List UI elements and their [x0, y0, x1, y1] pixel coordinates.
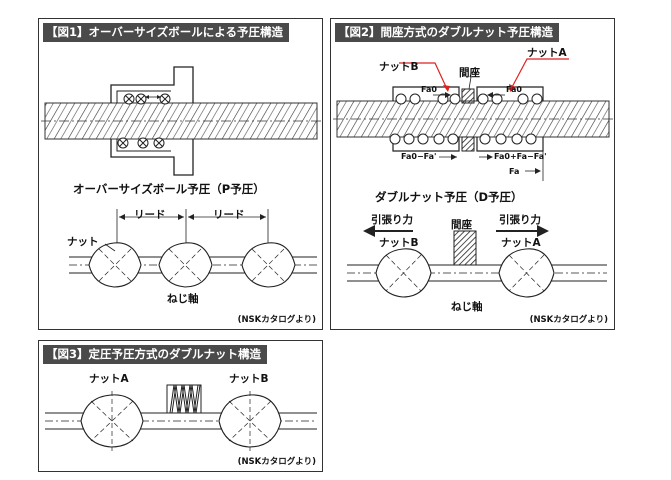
screw-shaft-label: ねじ軸	[167, 293, 199, 305]
balls-top	[123, 93, 171, 105]
balls-row-top	[395, 93, 543, 105]
figure-1-panel: 【図1】オーバーサイズボールによる予圧構造	[38, 18, 323, 330]
figure-3-title: 【図3】定圧予圧方式のダブルナット構造	[43, 345, 267, 364]
figure-3-panel: 【図3】定圧予圧方式のダブルナット構造 ナットA ナットB (NSKカタログより…	[38, 340, 323, 472]
figure-1-caption: オーバーサイズボール予圧（P予圧）	[73, 182, 265, 196]
ball-profile-3	[241, 242, 296, 288]
balls-row-bottom	[389, 133, 537, 145]
fa0-plus-label: Fa0+Fa−Fa'	[494, 152, 547, 161]
tension-right-label: 引張り力	[499, 214, 541, 226]
balls-bottom	[117, 137, 165, 149]
nut-b-label-bottom: ナットB	[379, 237, 419, 249]
spacer-label-bottom: 間座	[451, 219, 472, 231]
tension-left-label: 引張り力	[371, 214, 413, 226]
nut-b-label-top: ナットB	[379, 61, 419, 73]
figure-2-panel: 【図2】間座方式のダブルナット予圧構造	[330, 18, 615, 330]
nut-label: ナット	[67, 236, 99, 248]
figure-1-source: (NSKカタログより)	[237, 315, 316, 325]
fa0-right-label: Fa0	[506, 85, 522, 94]
figure-2-caption: ダブルナット予圧（D予圧）	[375, 190, 523, 204]
nut-outline-bottom	[110, 139, 194, 176]
figure-2-source: (NSKカタログより)	[529, 315, 608, 325]
nut-a-label-3: ナットA	[89, 373, 129, 385]
screw-shaft-label-2: ねじ軸	[451, 301, 483, 313]
nut-b-label-3: ナットB	[229, 373, 269, 385]
lead-label-1: リード	[134, 209, 166, 221]
figure-3-source: (NSKカタログより)	[237, 457, 316, 467]
figure-1-title: 【図1】オーバーサイズボールによる予圧構造	[43, 23, 289, 42]
spacer-bottom	[461, 136, 475, 152]
fa0-minus-label: Fa0−Fa'	[401, 152, 437, 161]
lead-label-2: リード	[213, 209, 245, 221]
ball-profile-1	[88, 242, 142, 288]
spacer-block	[453, 230, 477, 266]
nut-outline-top	[110, 66, 194, 103]
figure-2-title: 【図2】間座方式のダブルナット予圧構造	[335, 23, 559, 42]
ball-profile-2	[158, 242, 213, 288]
constant-pressure-diagram	[45, 384, 317, 451]
fa-label: Fa	[509, 167, 520, 176]
oversize-ball-diagram	[41, 66, 322, 288]
nut-a-label-bottom: ナットA	[501, 237, 541, 249]
double-nut-spacer-diagram	[333, 58, 614, 298]
spacer-label-top: 間座	[459, 67, 480, 79]
spacer-top	[461, 88, 475, 104]
spring	[166, 384, 202, 414]
nut-a-label-top: ナットA	[527, 47, 567, 59]
fa0-left-label: Fa0	[421, 85, 437, 94]
